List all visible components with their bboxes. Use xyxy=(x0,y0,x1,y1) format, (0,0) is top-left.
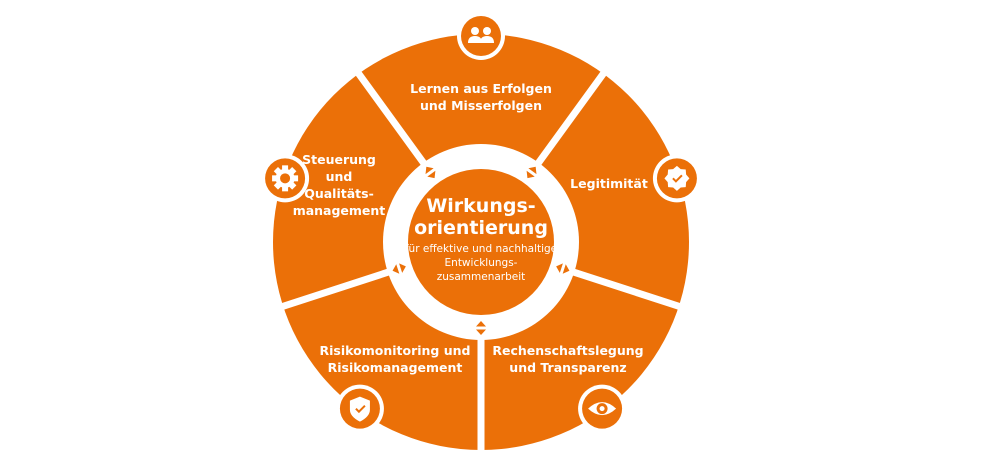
segment-label: und xyxy=(326,169,353,184)
segment-label: und Transparenz xyxy=(509,360,626,375)
people-icon xyxy=(457,12,505,60)
shield-check-icon xyxy=(335,384,384,433)
segment-label: Risikomanagement xyxy=(328,360,463,375)
segment-steering: Steuerung und Qualitäts- management xyxy=(293,152,386,218)
segment-label: Steuerung xyxy=(302,152,376,167)
segment-label: Lernen aus Erfolgen xyxy=(410,81,552,96)
double-arrow-icon xyxy=(392,263,406,274)
center-title-line2: orientierung xyxy=(414,217,548,239)
segment-risk: Risikomonitoring und Risikomanagement xyxy=(320,343,471,375)
double-arrow-icon xyxy=(526,166,537,179)
segment-legitimacy: Legitimität xyxy=(570,176,648,191)
segment-label: Rechenschaftslegung xyxy=(492,343,643,358)
center-subtitle-line3: zusammenarbeit xyxy=(437,271,526,283)
segment-label: Qualitäts- xyxy=(304,186,374,201)
center-circle xyxy=(408,169,554,315)
segment-label: Risikomonitoring und xyxy=(320,343,471,358)
center-title-line1: Wirkungs- xyxy=(426,195,535,217)
segment-accountability: Rechenschaftslegung und Transparenz xyxy=(492,343,643,375)
segment-learning: Lernen aus Erfolgen und Misserfolgen xyxy=(410,81,552,113)
double-arrow-icon xyxy=(556,263,570,274)
gear-icon xyxy=(261,154,310,203)
double-arrow-icon xyxy=(476,321,486,335)
double-arrow-icon xyxy=(425,166,436,179)
segment-label: Legitimität xyxy=(570,176,648,191)
segment-label: und Misserfolgen xyxy=(420,98,542,113)
center-subtitle-line2: Entwicklungs- xyxy=(445,257,518,269)
segment-label: management xyxy=(293,203,386,218)
eye-icon xyxy=(578,384,627,433)
badge-check-icon xyxy=(652,154,701,203)
center-subtitle-line1: für effektive und nachhaltige xyxy=(405,243,557,255)
